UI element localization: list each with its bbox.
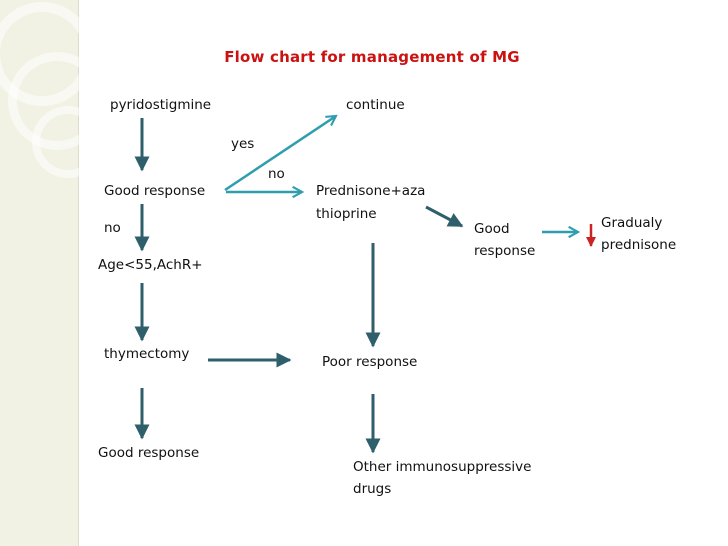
label-no-left: no [104,220,121,236]
node-pyridostigmine: pyridostigmine [110,97,212,113]
node-good-response-2: Good response [98,445,200,461]
node-gradualy-line1: Gradualy [601,215,663,231]
node-other-line1: Other immunosuppressive [353,459,532,475]
node-gradualy-line2: prednisone [601,237,677,253]
diagram-title: Flow chart for management of MG [0,48,728,66]
label-yes: yes [231,136,255,152]
node-poor-response: Poor response [322,354,418,370]
node-good-line1: Good [474,221,510,237]
node-good-response-1: Good response [104,183,206,199]
arrow-prednisone-to-good [425,205,464,228]
node-good-line2: response [474,243,536,259]
node-age: Age<55,AchR+ [98,257,203,273]
decorative-ring [32,106,104,178]
label-no-middle: no [268,166,285,182]
node-other-line2: drugs [353,481,392,497]
node-prednisone-line1: Prednisone+aza [316,183,426,199]
node-continue: continue [346,97,405,113]
arrow-good-response-to-continue [224,116,336,192]
node-thymectomy: thymectomy [104,346,190,362]
decorative-side-band [0,0,106,546]
diagram-title-text: Flow chart for management of MG [224,48,520,66]
node-prednisone-line2: thioprine [316,206,377,222]
